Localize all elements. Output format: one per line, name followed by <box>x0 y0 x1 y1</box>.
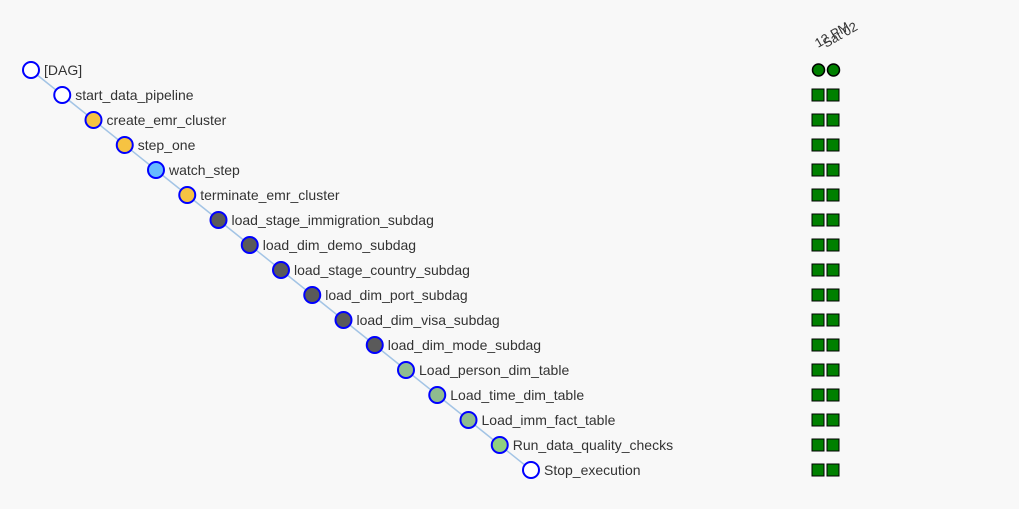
task-circle-icon[interactable] <box>84 111 103 129</box>
task-node-terminate-emr-cluster[interactable]: terminate_emr_cluster <box>178 186 340 204</box>
task-node-run-data-quality-checks[interactable]: Run_data_quality_checks <box>490 436 673 454</box>
task-label[interactable]: create_emr_cluster <box>107 112 227 128</box>
task-instance-load-stage-immigration-subdag-2[interactable] <box>826 213 840 227</box>
task-node-dag[interactable]: [DAG] <box>22 61 82 79</box>
dag-run-1[interactable] <box>811 63 826 77</box>
task-circle-icon[interactable] <box>22 61 40 79</box>
task-circle-icon[interactable] <box>490 436 509 454</box>
task-node-load-dim-visa-subdag[interactable]: load_dim_visa_subdag <box>334 311 500 329</box>
task-instance-load-person-dim-table-1[interactable] <box>811 363 825 377</box>
task-label[interactable]: step_one <box>138 137 196 153</box>
task-circle-icon[interactable] <box>334 311 353 329</box>
task-instance-load-dim-demo-subdag-1[interactable] <box>811 238 825 252</box>
task-circle-icon[interactable] <box>53 86 72 104</box>
task-label[interactable]: watch_step <box>168 162 240 178</box>
task-label[interactable]: load_dim_demo_subdag <box>263 237 416 253</box>
task-circle-icon[interactable] <box>365 336 384 354</box>
task-node-stop-execution[interactable]: Stop_execution <box>522 461 641 479</box>
run-header: 12 PM Sat 02 <box>812 19 860 51</box>
task-instance-step-one-2[interactable] <box>826 138 840 152</box>
task-label[interactable]: load_dim_mode_subdag <box>388 337 541 353</box>
task-tree: [DAG] start_data_pipeline create_emr_clust… <box>22 61 673 479</box>
task-instance-watch-step-2[interactable] <box>826 163 840 177</box>
task-instance-load-dim-visa-subdag-2[interactable] <box>826 313 840 327</box>
task-instance-load-imm-fact-table-2[interactable] <box>826 413 840 427</box>
task-circle-icon[interactable] <box>240 236 259 254</box>
task-label[interactable]: load_stage_immigration_subdag <box>232 212 434 228</box>
task-node-load-stage-country-subdag[interactable]: load_stage_country_subdag <box>272 261 470 279</box>
task-instance-load-stage-immigration-subdag-1[interactable] <box>811 213 825 227</box>
task-label[interactable]: load_dim_port_subdag <box>325 287 467 303</box>
task-label[interactable]: Load_person_dim_table <box>419 362 569 378</box>
task-instance-start-data-pipeline-2[interactable] <box>826 88 840 102</box>
task-circle-icon[interactable] <box>209 211 228 229</box>
dag-run-2[interactable] <box>826 63 841 77</box>
task-circle-icon[interactable] <box>428 386 447 404</box>
task-node-load-time-dim-table[interactable]: Load_time_dim_table <box>428 386 584 404</box>
task-label[interactable]: terminate_emr_cluster <box>200 187 340 203</box>
task-instance-load-stage-country-subdag-2[interactable] <box>826 263 840 277</box>
task-node-step-one[interactable]: step_one <box>115 136 196 154</box>
task-instance-load-dim-mode-subdag-1[interactable] <box>811 338 825 352</box>
task-instance-load-stage-country-subdag-1[interactable] <box>811 263 825 277</box>
task-instance-stop-execution-1[interactable] <box>811 463 825 477</box>
task-circle-icon[interactable] <box>115 136 134 154</box>
task-instance-run-data-quality-checks-1[interactable] <box>811 438 825 452</box>
task-instance-load-dim-demo-subdag-2[interactable] <box>826 238 840 252</box>
task-circle-icon[interactable] <box>459 411 478 429</box>
task-label[interactable]: Load_imm_fact_table <box>482 412 616 428</box>
task-instance-load-dim-port-subdag-2[interactable] <box>826 288 840 302</box>
task-label[interactable]: start_data_pipeline <box>75 87 194 103</box>
task-node-load-stage-immigration-subdag[interactable]: load_stage_immigration_subdag <box>209 211 434 229</box>
task-label[interactable]: load_dim_visa_subdag <box>357 312 500 328</box>
task-instance-load-dim-mode-subdag-2[interactable] <box>826 338 840 352</box>
task-instance-load-dim-port-subdag-1[interactable] <box>811 288 825 302</box>
task-label[interactable]: Load_time_dim_table <box>450 387 584 403</box>
task-instance-grid <box>811 88 840 477</box>
task-node-load-dim-port-subdag[interactable]: load_dim_port_subdag <box>303 286 468 304</box>
task-node-load-person-dim-table[interactable]: Load_person_dim_table <box>397 361 569 379</box>
task-instance-load-time-dim-table-2[interactable] <box>826 388 840 402</box>
task-instance-terminate-emr-cluster-1[interactable] <box>811 188 825 202</box>
task-instance-load-person-dim-table-2[interactable] <box>826 363 840 377</box>
task-circle-icon[interactable] <box>178 186 197 204</box>
task-label[interactable]: load_stage_country_subdag <box>294 262 470 278</box>
task-node-watch-step[interactable]: watch_step <box>147 161 240 179</box>
task-instance-load-time-dim-table-1[interactable] <box>811 388 825 402</box>
task-node-create-emr-cluster[interactable]: create_emr_cluster <box>84 111 227 129</box>
task-instance-start-data-pipeline-1[interactable] <box>811 88 825 102</box>
task-node-load-imm-fact-table[interactable]: Load_imm_fact_table <box>459 411 616 429</box>
task-circle-icon[interactable] <box>147 161 165 179</box>
task-node-load-dim-demo-subdag[interactable]: load_dim_demo_subdag <box>240 236 416 254</box>
task-node-load-dim-mode-subdag[interactable]: load_dim_mode_subdag <box>365 336 541 354</box>
task-circle-icon[interactable] <box>272 261 290 279</box>
task-instance-stop-execution-2[interactable] <box>826 463 840 477</box>
task-instance-create-emr-cluster-2[interactable] <box>826 113 840 127</box>
task-instance-create-emr-cluster-1[interactable] <box>811 113 825 127</box>
task-instance-watch-step-1[interactable] <box>811 163 825 177</box>
task-instance-run-data-quality-checks-2[interactable] <box>826 438 840 452</box>
task-label[interactable]: [DAG] <box>44 62 82 78</box>
task-node-start-data-pipeline[interactable]: start_data_pipeline <box>53 86 194 104</box>
task-label[interactable]: Stop_execution <box>544 462 641 478</box>
task-circle-icon[interactable] <box>303 286 322 304</box>
task-instance-load-imm-fact-table-1[interactable] <box>811 413 825 427</box>
task-instance-step-one-1[interactable] <box>811 138 825 152</box>
dag-run-row <box>811 63 841 77</box>
task-instance-terminate-emr-cluster-2[interactable] <box>826 188 840 202</box>
task-label[interactable]: Run_data_quality_checks <box>513 437 673 453</box>
task-circle-icon[interactable] <box>522 461 540 479</box>
task-circle-icon[interactable] <box>397 361 415 379</box>
task-instance-load-dim-visa-subdag-1[interactable] <box>811 313 825 327</box>
